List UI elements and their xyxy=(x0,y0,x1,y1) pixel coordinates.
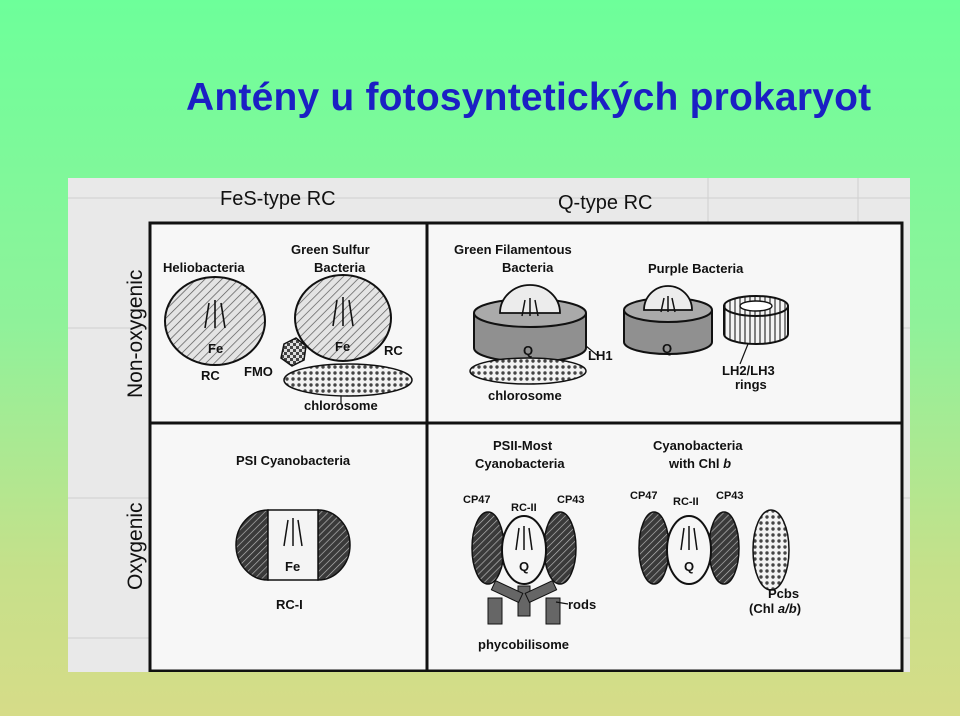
rc-i-label: RC-I xyxy=(276,597,303,612)
lh1-label: LH1 xyxy=(588,348,613,363)
heliobacteria-cell: Heliobacteria Fe RC xyxy=(163,260,266,383)
cyano-cp43-label: CP43 xyxy=(716,490,744,502)
cyanobacteria-chl-b-cell: Cyanobacteria with Chl b CP47 RC-II CP43… xyxy=(630,438,801,616)
lh2-rings-label: rings xyxy=(735,377,767,392)
pigment-lines-icon xyxy=(680,526,698,551)
pigment-lines-icon xyxy=(660,296,676,313)
non-oxygenic-label: Non-oxygenic xyxy=(124,270,147,398)
phycobilisome-rods-shape xyxy=(487,580,561,625)
green-sulfur-fe-label: Fe xyxy=(335,339,350,354)
psii-label-2: Cyanobacteria xyxy=(475,456,565,471)
green-filamentous-q-label: Q xyxy=(523,343,533,358)
pigment-lines-icon xyxy=(204,300,226,329)
cyano-q-label: Q xyxy=(684,559,694,574)
psii-cp47-label: CP47 xyxy=(463,494,491,506)
psii-q-label: Q xyxy=(519,559,529,574)
cyano-chl-b-label-2: with Chl b xyxy=(668,456,731,471)
page-title: Antény u fotosyntetických prokaryot xyxy=(186,76,872,119)
cp43-shape xyxy=(543,511,577,585)
pigment-lines-icon xyxy=(332,297,354,327)
cp47-shape xyxy=(638,511,670,585)
chlorosome-shape xyxy=(283,363,413,397)
psii-cyanobacteria-cell: PSII-Most Cyanobacteria CP47 RC-II CP43 … xyxy=(463,438,596,652)
pcbs-label: Pcbs xyxy=(768,586,799,601)
green-sulfur-chlorosome-label: chlorosome xyxy=(304,398,378,413)
green-sulfur-label-2: Bacteria xyxy=(314,260,366,275)
green-sulfur-cell: Green Sulfur Bacteria Fe RC FMO chloroso… xyxy=(244,242,413,413)
purple-bacteria-cell: Purple Bacteria Q LH2/LH3 rings xyxy=(623,261,789,392)
heliobacteria-fe-label: Fe xyxy=(208,341,223,356)
green-sulfur-label-1: Green Sulfur xyxy=(291,242,370,257)
pigment-lines-icon xyxy=(521,298,539,317)
psii-rc-ii-label: RC-II xyxy=(511,502,537,514)
psi-fe-label: Fe xyxy=(285,559,300,574)
green-filamentous-chlorosome-label: chlorosome xyxy=(488,388,562,403)
fmo-label: FMO xyxy=(244,364,273,379)
lh2-lh3-label: LH2/LH3 xyxy=(722,363,775,378)
q-type-header: Q-type RC xyxy=(558,192,652,214)
pigment-lines-icon xyxy=(283,518,303,547)
cp43-shape xyxy=(708,511,740,585)
psi-cyanobacteria-cell: PSI Cyanobacteria Fe RC-I xyxy=(235,453,351,612)
pigment-lines-icon xyxy=(515,526,533,551)
green-filamentous-label-1: Green Filamentous xyxy=(454,242,572,257)
rods-label: rods xyxy=(568,597,596,612)
psii-label-1: PSII-Most xyxy=(493,438,553,453)
pcbs-shape xyxy=(752,509,790,591)
cyano-chl-b-label-1: Cyanobacteria xyxy=(653,438,743,453)
purple-bacteria-label: Purple Bacteria xyxy=(648,261,744,276)
cyano-rc-ii-label: RC-II xyxy=(673,496,699,508)
diagram-svg: FeS-type RC Q-type RC Non-oxygenic Oxyge… xyxy=(68,178,910,672)
purple-q-label: Q xyxy=(662,341,672,356)
green-sulfur-rc-label: RC xyxy=(384,343,403,358)
heliobacteria-rc-label: RC xyxy=(201,368,220,383)
antenna-diagram: FeS-type RC Q-type RC Non-oxygenic Oxyge… xyxy=(68,178,910,672)
chlorosome-shape xyxy=(469,357,587,385)
phycobilisome-label: phycobilisome xyxy=(478,637,569,652)
oxygenic-label: Oxygenic xyxy=(124,502,147,590)
fes-type-header: FeS-type RC xyxy=(220,188,336,210)
heliobacteria-label: Heliobacteria xyxy=(163,260,245,275)
green-filamentous-cell: Green Filamentous Bacteria Q LH1 chloros… xyxy=(454,242,613,403)
psii-cp43-label: CP43 xyxy=(557,494,585,506)
psi-cyanobacteria-label: PSI Cyanobacteria xyxy=(236,453,351,468)
pcbs-chl-label: (Chl a/b) xyxy=(749,601,801,616)
cp47-shape xyxy=(471,511,505,585)
green-filamentous-label-2: Bacteria xyxy=(502,260,554,275)
fmo-protein-shape xyxy=(280,337,307,367)
cyano-cp47-label: CP47 xyxy=(630,490,658,502)
